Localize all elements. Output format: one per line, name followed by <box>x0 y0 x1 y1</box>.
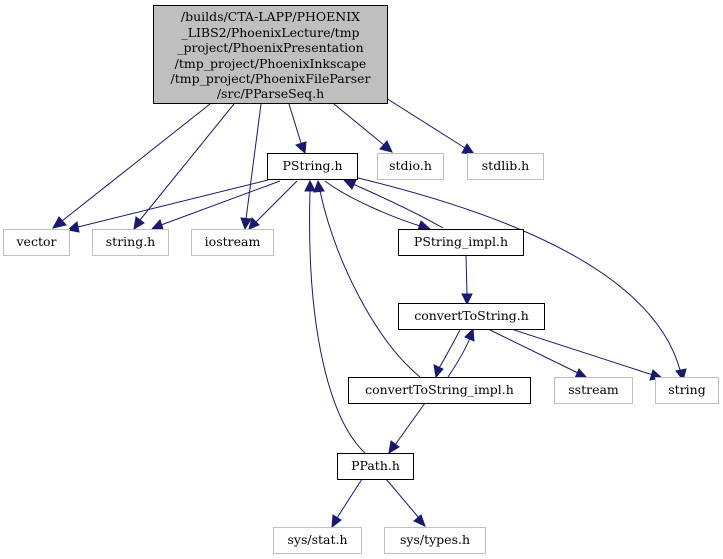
node-vector[interactable]: vector <box>3 229 70 256</box>
edge-pstring-to-pstring-impl <box>324 180 432 231</box>
edge-converttostring-to-string <box>504 326 664 381</box>
node-main-line-4: /tmp_project/PhoenixInkscape <box>175 56 367 71</box>
node-converttostring-h[interactable]: convertToString.h <box>398 303 545 330</box>
node-main-file[interactable]: /builds/CTA-LAPP/PHOENIX _LIBS2/PhoenixL… <box>153 5 388 104</box>
graph-edges <box>52 97 687 529</box>
node-sys-stat-h-label: sys/stat.h <box>287 532 347 547</box>
node-pstring-impl-h[interactable]: PString_impl.h <box>398 229 524 256</box>
node-pstring-h[interactable]: PString.h <box>267 153 358 180</box>
node-sys-stat-h[interactable]: sys/stat.h <box>273 527 362 554</box>
node-main-line-6: /src/PParseSeq.h <box>217 86 324 101</box>
node-converttostring-impl-h-label: convertToString_impl.h <box>365 382 514 397</box>
edge-pstring-to-string-h <box>150 180 281 230</box>
edge-main-to-iostream <box>240 103 262 231</box>
node-iostream-label: iostream <box>205 234 261 249</box>
node-stdio-h-label: stdio.h <box>389 158 432 173</box>
node-iostream[interactable]: iostream <box>191 229 274 256</box>
edge-pstring-to-string <box>357 177 687 382</box>
node-string-h-label: string.h <box>106 234 156 249</box>
edge-main-to-pstring <box>288 103 307 155</box>
node-pstring-impl-h-label: PString_impl.h <box>414 234 508 249</box>
node-ppath-h[interactable]: PPath.h <box>337 453 414 480</box>
edge-pstring-to-vector <box>66 179 269 233</box>
node-main-line-2: _LIBS2/PhoenixLecture/tmp <box>181 25 359 40</box>
edge-converttostring-impl-to-converttostring <box>447 327 475 378</box>
node-sys-types-h-label: sys/types.h <box>400 532 470 547</box>
node-stdlib-h[interactable]: stdlib.h <box>467 153 544 180</box>
node-stdio-h[interactable]: stdio.h <box>377 153 444 180</box>
edge-converttostring-impl-to-pstring <box>313 179 421 378</box>
node-string-h[interactable]: string.h <box>92 229 169 256</box>
edge-ppath-to-systypes <box>385 478 426 527</box>
node-stdlib-h-label: stdlib.h <box>482 158 529 173</box>
edge-main-to-stdlib <box>385 97 476 155</box>
node-vector-label: vector <box>16 234 57 249</box>
edge-main-to-stdio <box>333 103 393 153</box>
edge-main-to-vector <box>52 103 211 229</box>
edge-converttostring-to-sstream <box>487 328 589 379</box>
node-converttostring-h-label: convertToString.h <box>414 308 529 323</box>
node-pstring-h-label: PString.h <box>282 158 342 173</box>
edge-pstring-impl-to-converttostring <box>461 254 473 306</box>
edge-ppath-to-sysstat <box>331 478 363 529</box>
edge-converttostring-to-converttostring-impl <box>433 329 461 379</box>
node-main-line-3: _project/PhoenixPresentation <box>177 40 363 55</box>
edge-converttostring-impl-to-ppath <box>388 402 426 454</box>
edge-pstring-to-iostream <box>248 180 298 230</box>
node-sys-types-h[interactable]: sys/types.h <box>384 527 486 554</box>
node-string-label: string <box>668 382 705 397</box>
node-string[interactable]: string <box>655 377 719 404</box>
node-converttostring-impl-h[interactable]: convertToString_impl.h <box>348 377 531 404</box>
edge-main-to-string-h <box>133 103 235 230</box>
node-main-line-1: /builds/CTA-LAPP/PHOENIX <box>181 9 360 24</box>
edge-ppath-to-pstring <box>304 179 366 454</box>
node-ppath-h-label: PPath.h <box>351 458 400 473</box>
node-main-line-5: /tmp_project/PhoenixFileParser <box>171 71 371 86</box>
node-sstream-label: sstream <box>568 382 619 397</box>
node-sstream[interactable]: sstream <box>554 377 633 404</box>
graph-nodes: /builds/CTA-LAPP/PHOENIX _LIBS2/PhoenixL… <box>3 5 719 554</box>
